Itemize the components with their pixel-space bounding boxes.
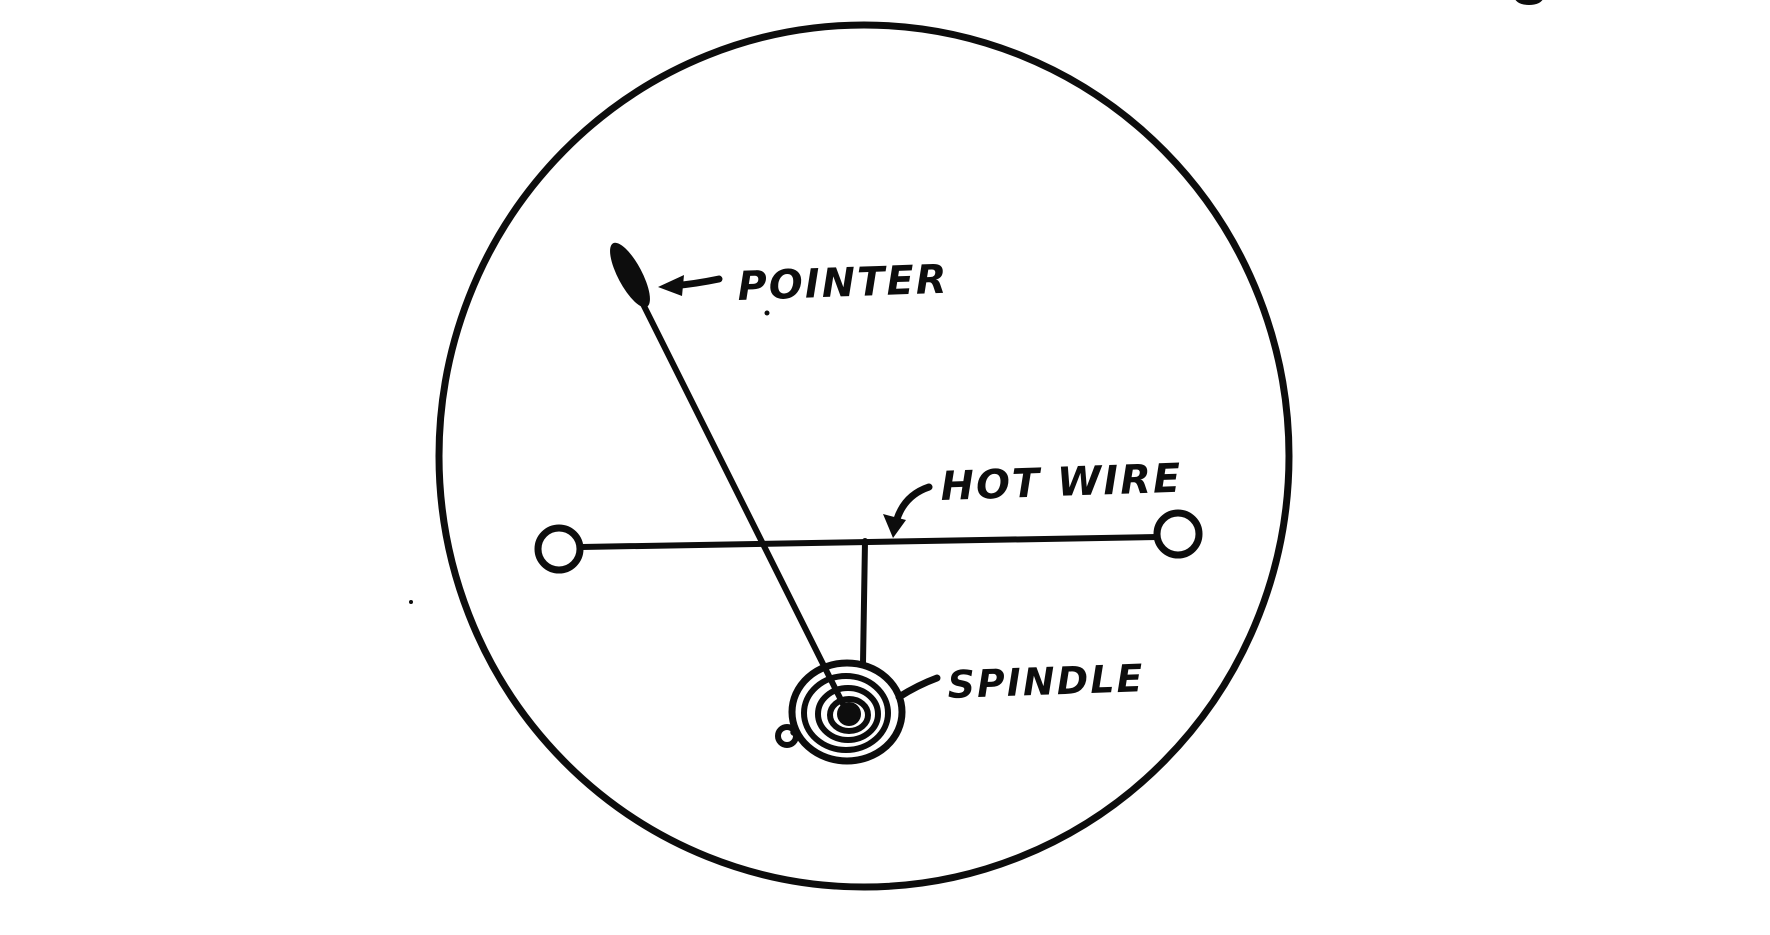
pointer-arrowhead-icon [658,275,684,296]
clipped-page-mark [1515,0,1543,5]
ink-speck [409,600,413,604]
spindle-label-group: SPINDLE [895,656,1145,707]
spindle-coil-4 [827,696,871,734]
ink-speck [764,310,770,316]
hot-wire [579,534,1160,550]
spindle-coil-2 [801,673,891,753]
pointer-label: POINTER [737,257,950,310]
right-terminal-ring [1153,509,1203,559]
spindle-leader-line [895,674,941,701]
pointer-assembly [610,242,848,711]
hot-wire-arrowhead-icon [883,514,906,538]
pointer-needle-shaft [613,247,848,711]
pointer-needle-blade [610,242,650,308]
spindle-assembly [775,659,906,765]
spindle-tail-loop [775,724,799,748]
hot-wire-label-group: HOT WIRE [883,456,1183,538]
spindle-label: SPINDLE [947,656,1145,707]
pointer-label-group: POINTER [658,257,949,310]
left-terminal-ring [534,524,584,574]
hot-wire-assembly [534,509,1203,666]
meter-dial-face [435,21,1293,891]
hot-wire-arrow-shaft [893,483,933,523]
hot-wire-label: HOT WIRE [940,456,1183,510]
spindle-coil-outer [788,659,906,765]
spindle-coil-3 [815,685,881,743]
spindle-hub [837,702,861,726]
spindle-link-wire [860,538,868,666]
